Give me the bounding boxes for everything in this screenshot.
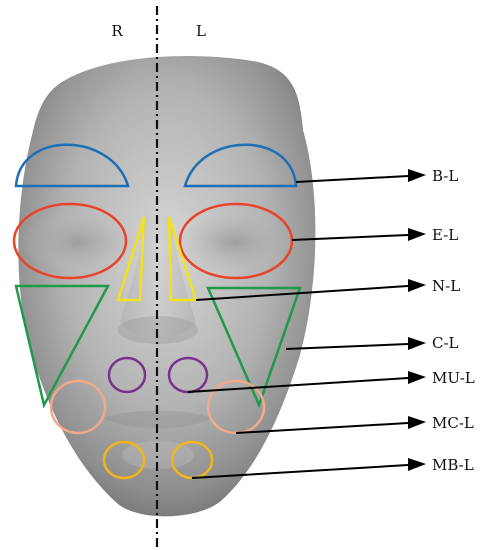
- mouth-upper-arrowhead: [408, 371, 426, 384]
- brow-arrowhead: [408, 169, 426, 182]
- right-side-label: R: [111, 22, 123, 40]
- cheek-arrowhead: [408, 337, 426, 350]
- left-side-label: L: [196, 22, 206, 40]
- nose-arrowhead: [408, 279, 426, 292]
- cheek-label: C-L: [432, 334, 459, 352]
- mouth-bottom-arrowhead: [408, 458, 426, 471]
- eye-arrowhead: [408, 228, 426, 241]
- mouth-corner-arrowhead: [408, 416, 426, 429]
- brow-label: B-L: [432, 167, 458, 185]
- mouth-corner-label: MC-L: [432, 414, 474, 432]
- nose-label: N-L: [432, 277, 460, 295]
- eye-label: E-L: [432, 226, 458, 244]
- mouth-bottom-label: MB-L: [432, 456, 474, 474]
- cheek-pointer: [286, 344, 408, 349]
- mouth-upper-label: MU-L: [432, 369, 475, 387]
- brow-pointer: [296, 176, 408, 182]
